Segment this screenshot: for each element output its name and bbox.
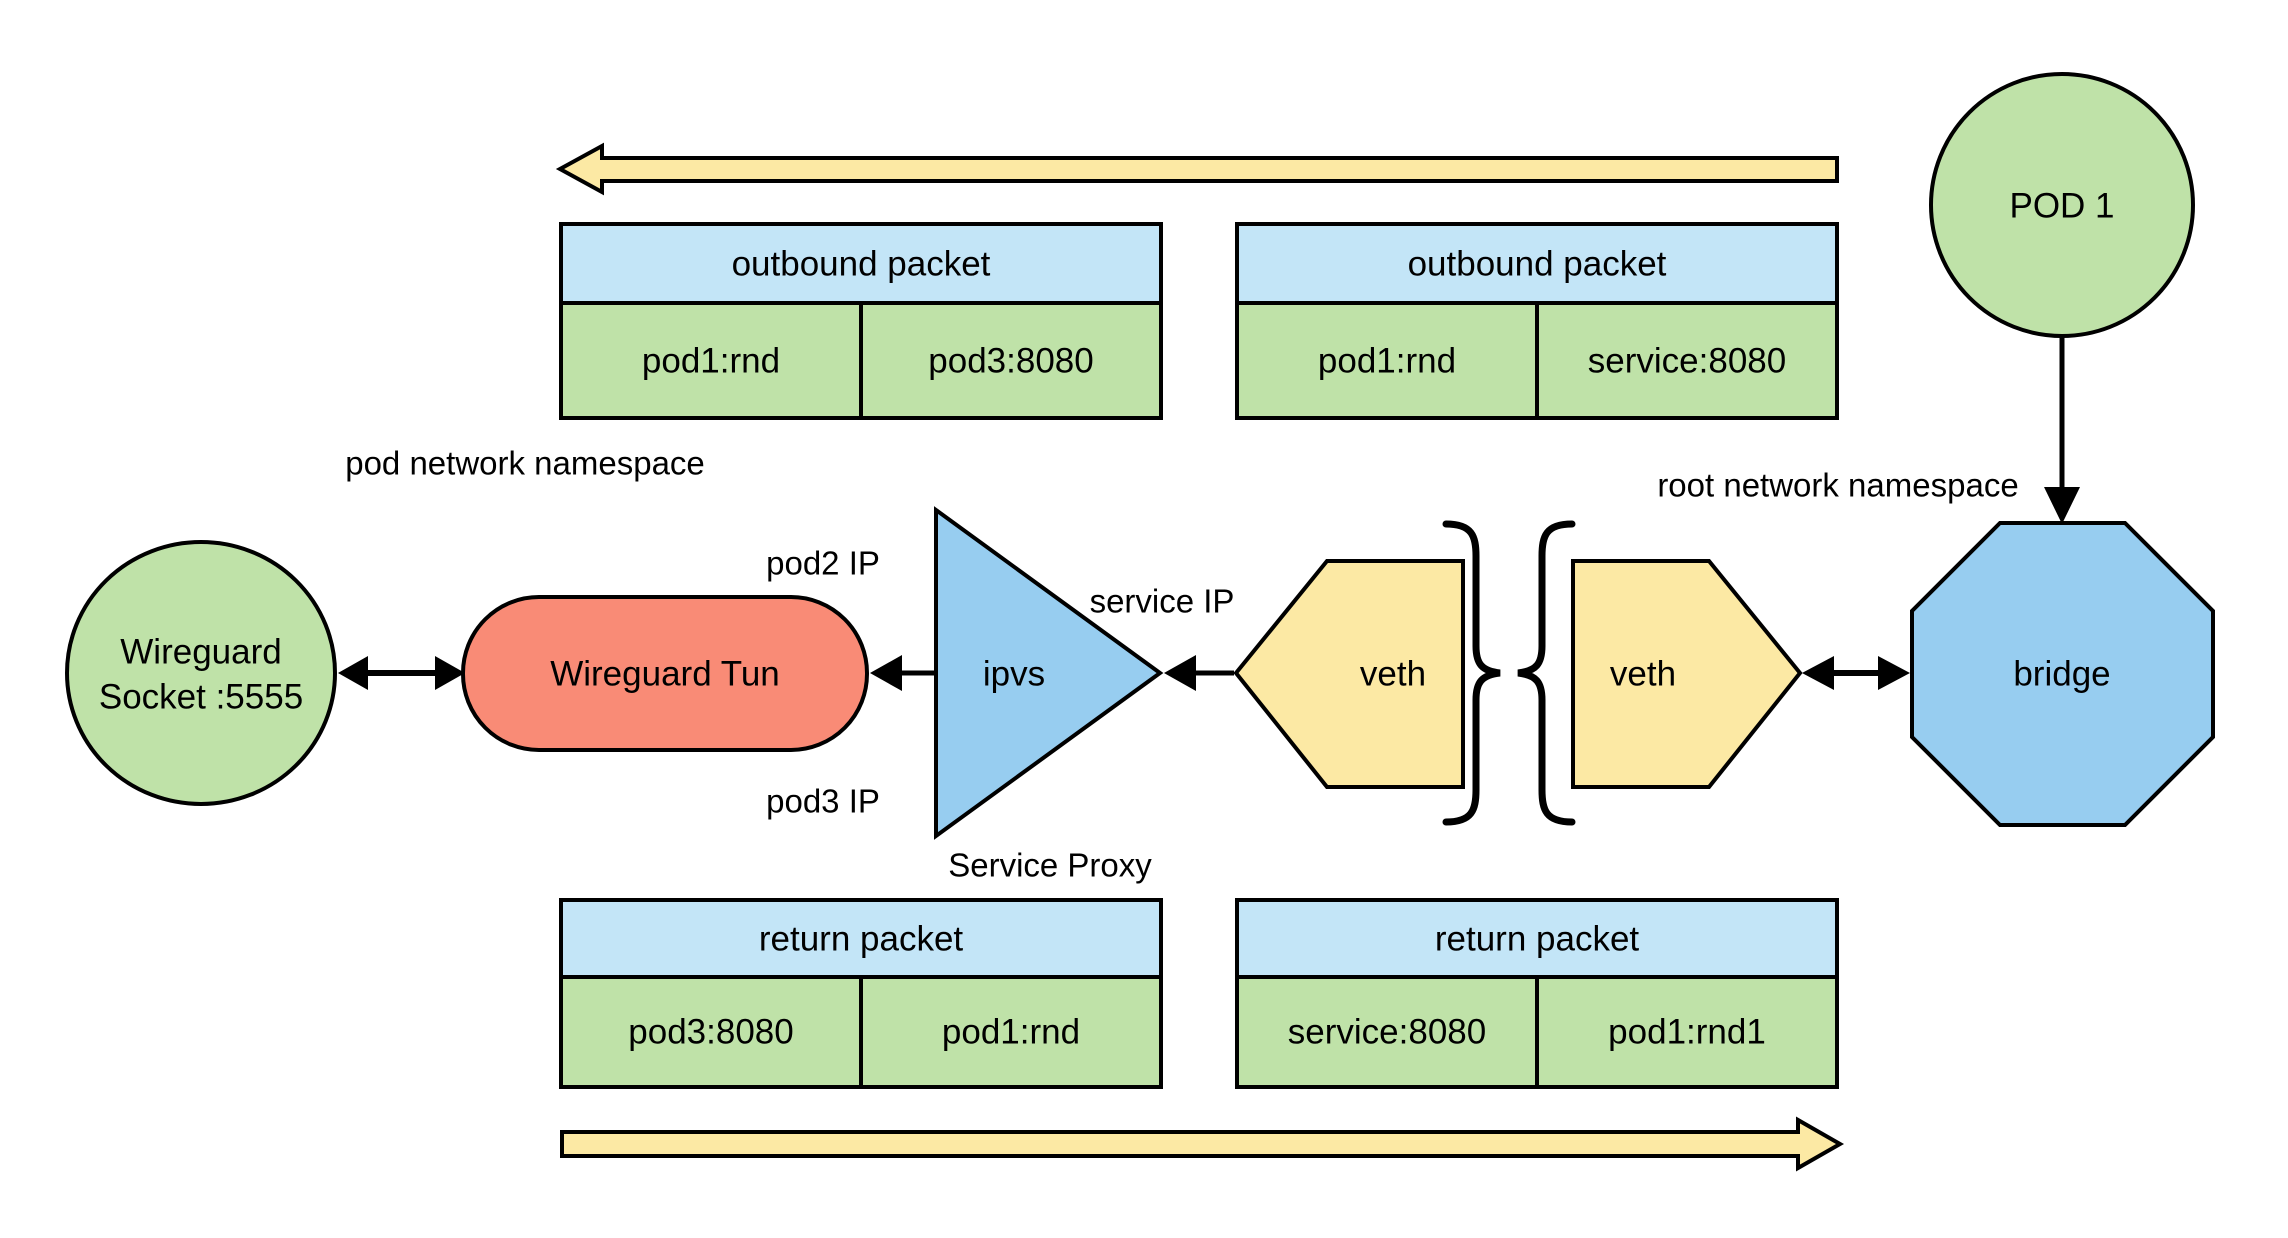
packet-src: service:8080	[1288, 1013, 1486, 1052]
ipvs-node	[934, 506, 1164, 840]
packet-cell	[1535, 975, 1839, 1089]
wireguard-socket-node	[65, 540, 337, 806]
pod1-label: POD 1	[2009, 187, 2114, 226]
packet-cell	[559, 975, 863, 1089]
bridge-node	[1910, 521, 2215, 827]
return-packet-box-right: return packet service:8080 pod1:rnd1	[1235, 898, 1839, 1089]
packet-dst: pod3:8080	[928, 342, 1093, 381]
ipvs-to-tun-arrow	[870, 655, 934, 691]
packet-header	[1235, 898, 1839, 979]
namespace-brace-left	[1442, 520, 1501, 826]
root-namespace-label: root network namespace	[1657, 467, 2018, 504]
return-packet-box-left: return packet pod3:8080 pod1:rnd	[559, 898, 1163, 1089]
wireguard-tun-label: Wireguard Tun	[550, 655, 780, 694]
packet-src: pod1:rnd	[1318, 342, 1456, 381]
packet-title: return packet	[1435, 920, 1640, 959]
packet-dst: service:8080	[1588, 342, 1786, 381]
wireguard-socket-label-line1: Wireguard	[120, 633, 281, 672]
packet-cell	[859, 975, 1163, 1089]
packet-dst: pod1:rnd1	[1608, 1013, 1766, 1052]
namespace-brace-right	[1517, 520, 1576, 826]
packet-dst: pod1:rnd	[942, 1013, 1080, 1052]
packet-header	[559, 222, 1163, 305]
veth-right-node	[1571, 559, 1803, 789]
packet-header	[1235, 222, 1839, 305]
pod-namespace-label: pod network namespace	[345, 445, 705, 482]
service-proxy-label: Service Proxy	[948, 847, 1152, 884]
veth-bridge-double-arrow	[1802, 656, 1910, 690]
packet-src: pod3:8080	[628, 1013, 793, 1052]
ipvs-label: ipvs	[983, 655, 1045, 694]
pod2-ip-label: pod2 IP	[766, 545, 880, 582]
wireguard-socket-label-line2: Socket :5555	[99, 678, 303, 717]
packet-cell	[1235, 301, 1539, 420]
veth-to-ipvs-arrow	[1164, 655, 1234, 691]
pod3-ip-label: pod3 IP	[766, 783, 880, 820]
outbound-direction-arrow	[555, 142, 1839, 196]
outbound-packet-box-left: outbound packet pod1:rnd pod3:8080	[559, 222, 1163, 420]
outbound-packet-box-right: outbound packet pod1:rnd service:8080	[1235, 222, 1839, 420]
veth-right-label: veth	[1610, 655, 1676, 694]
socket-tun-double-arrow	[338, 656, 465, 690]
packet-cell	[859, 301, 1163, 420]
packet-title: outbound packet	[1408, 245, 1667, 284]
packet-title: outbound packet	[732, 245, 991, 284]
packet-title: return packet	[759, 920, 964, 959]
packet-src: pod1:rnd	[642, 342, 780, 381]
veth-left-node	[1233, 559, 1465, 789]
veth-left-label: veth	[1360, 655, 1426, 694]
service-ip-label: service IP	[1090, 583, 1235, 620]
return-direction-arrow	[560, 1116, 1845, 1172]
packet-cell	[1535, 301, 1839, 420]
bridge-label: bridge	[2013, 655, 2110, 694]
packet-cell	[559, 301, 863, 420]
pod1-to-bridge-arrow	[2044, 336, 2080, 524]
